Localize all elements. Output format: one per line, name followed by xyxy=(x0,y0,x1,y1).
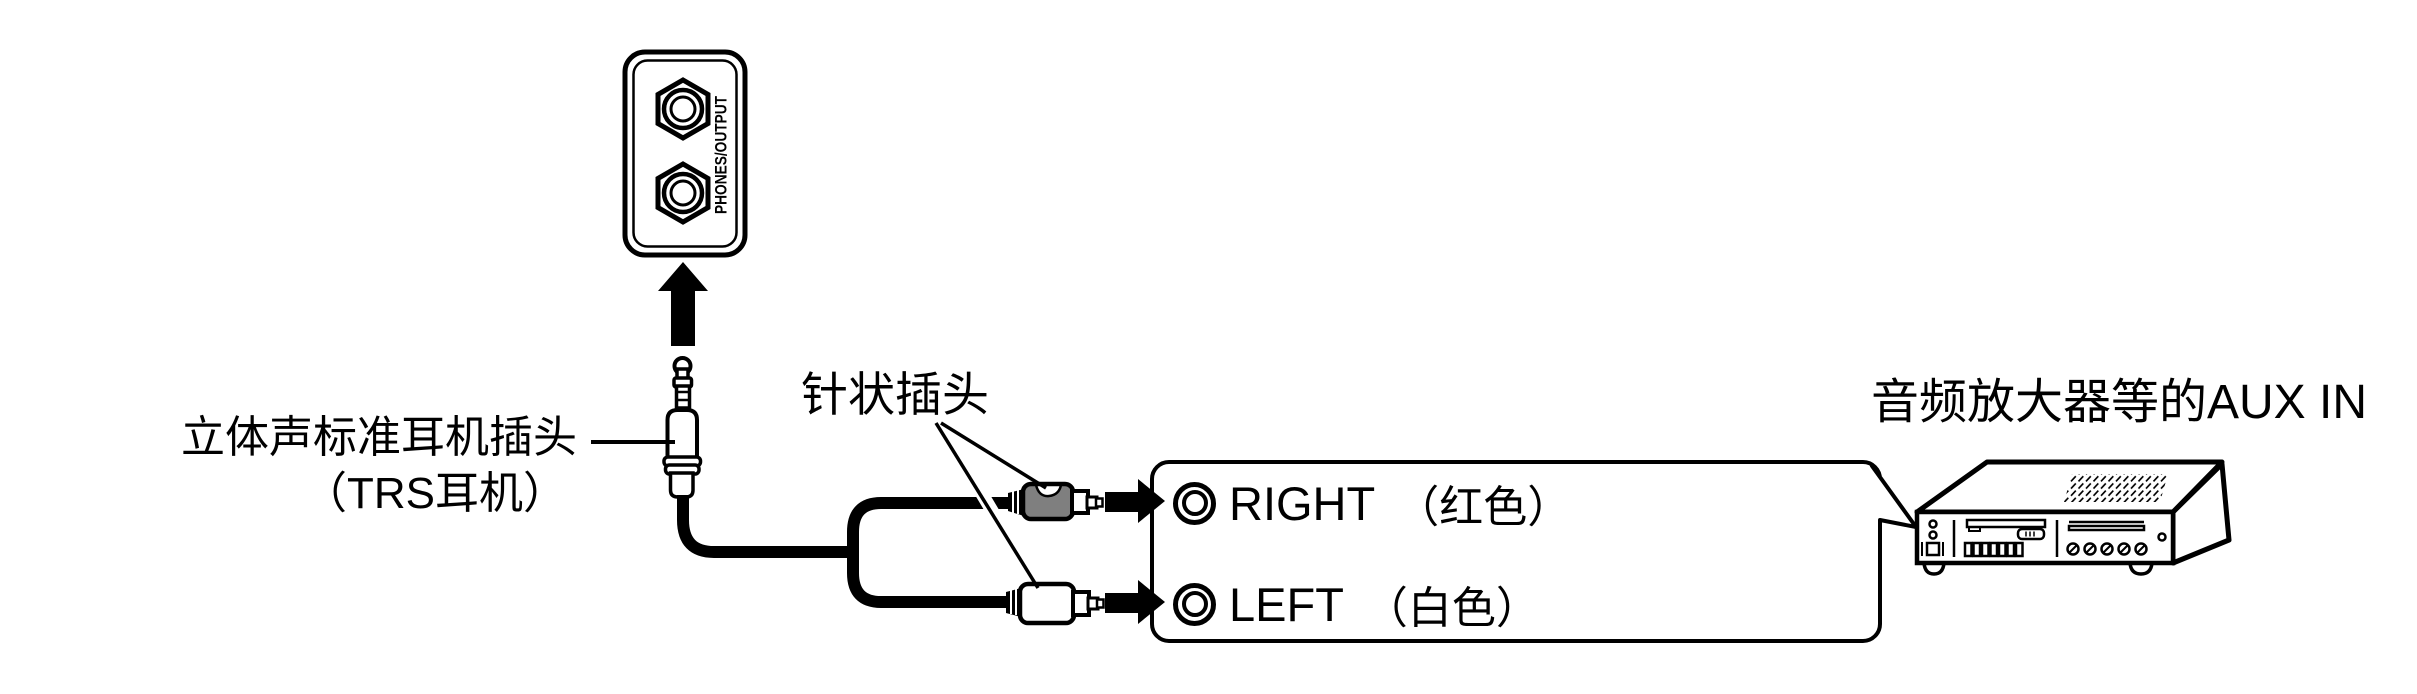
speech-bubble-tail xyxy=(1870,464,1918,529)
jack-name-left: LEFT xyxy=(1229,577,1344,631)
rca-jack-circle-inner-icon xyxy=(1181,591,1208,617)
pin-plug-label: 针状插头 xyxy=(801,368,989,421)
amplifier-vents xyxy=(2064,474,2168,502)
amplifier xyxy=(1914,459,2232,576)
up-arrow-icon xyxy=(658,262,708,346)
rca-plug-right xyxy=(1008,481,1104,522)
amplifier-front-panel xyxy=(1921,518,2167,558)
phone-jack-top-icon xyxy=(655,77,711,141)
trs-plug-label-line2: （TRS耳机） xyxy=(303,469,567,518)
rca-plug-left xyxy=(1006,581,1105,626)
pin-plug-leader-lines xyxy=(934,421,1047,589)
audio-cable xyxy=(677,495,1015,608)
trs-plug-label: 立体声标准耳机插头 （TRS耳机） xyxy=(181,410,577,522)
rca-jack-circle-icon xyxy=(1173,481,1216,525)
phones-output-panel: PHONES/OUTPUT xyxy=(622,49,748,258)
jack-color-note-right: （红色） xyxy=(1395,483,1572,532)
trs-plug xyxy=(662,356,703,499)
trs-plug-label-line1: 立体声标准耳机插头 xyxy=(181,413,577,462)
rca-jack-circle-inner-icon xyxy=(1181,490,1208,516)
phone-jack-bottom-icon xyxy=(655,161,711,225)
arrow-into-right-jack-icon xyxy=(1105,479,1165,523)
arrow-into-left-jack-icon xyxy=(1105,580,1165,624)
amplifier-label: 音频放大器等的AUX IN xyxy=(1871,376,2368,429)
panel-label: PHONES/OUTPUT xyxy=(712,96,731,214)
jack-row-right: RIGHT （红色） xyxy=(1173,476,1571,532)
jack-color-note-left: （白色） xyxy=(1363,584,1540,633)
jack-row-left: LEFT （白色） xyxy=(1173,577,1540,633)
rca-jack-circle-icon xyxy=(1173,582,1216,626)
jack-name-right: RIGHT xyxy=(1229,476,1376,530)
connection-box xyxy=(1150,460,1887,643)
